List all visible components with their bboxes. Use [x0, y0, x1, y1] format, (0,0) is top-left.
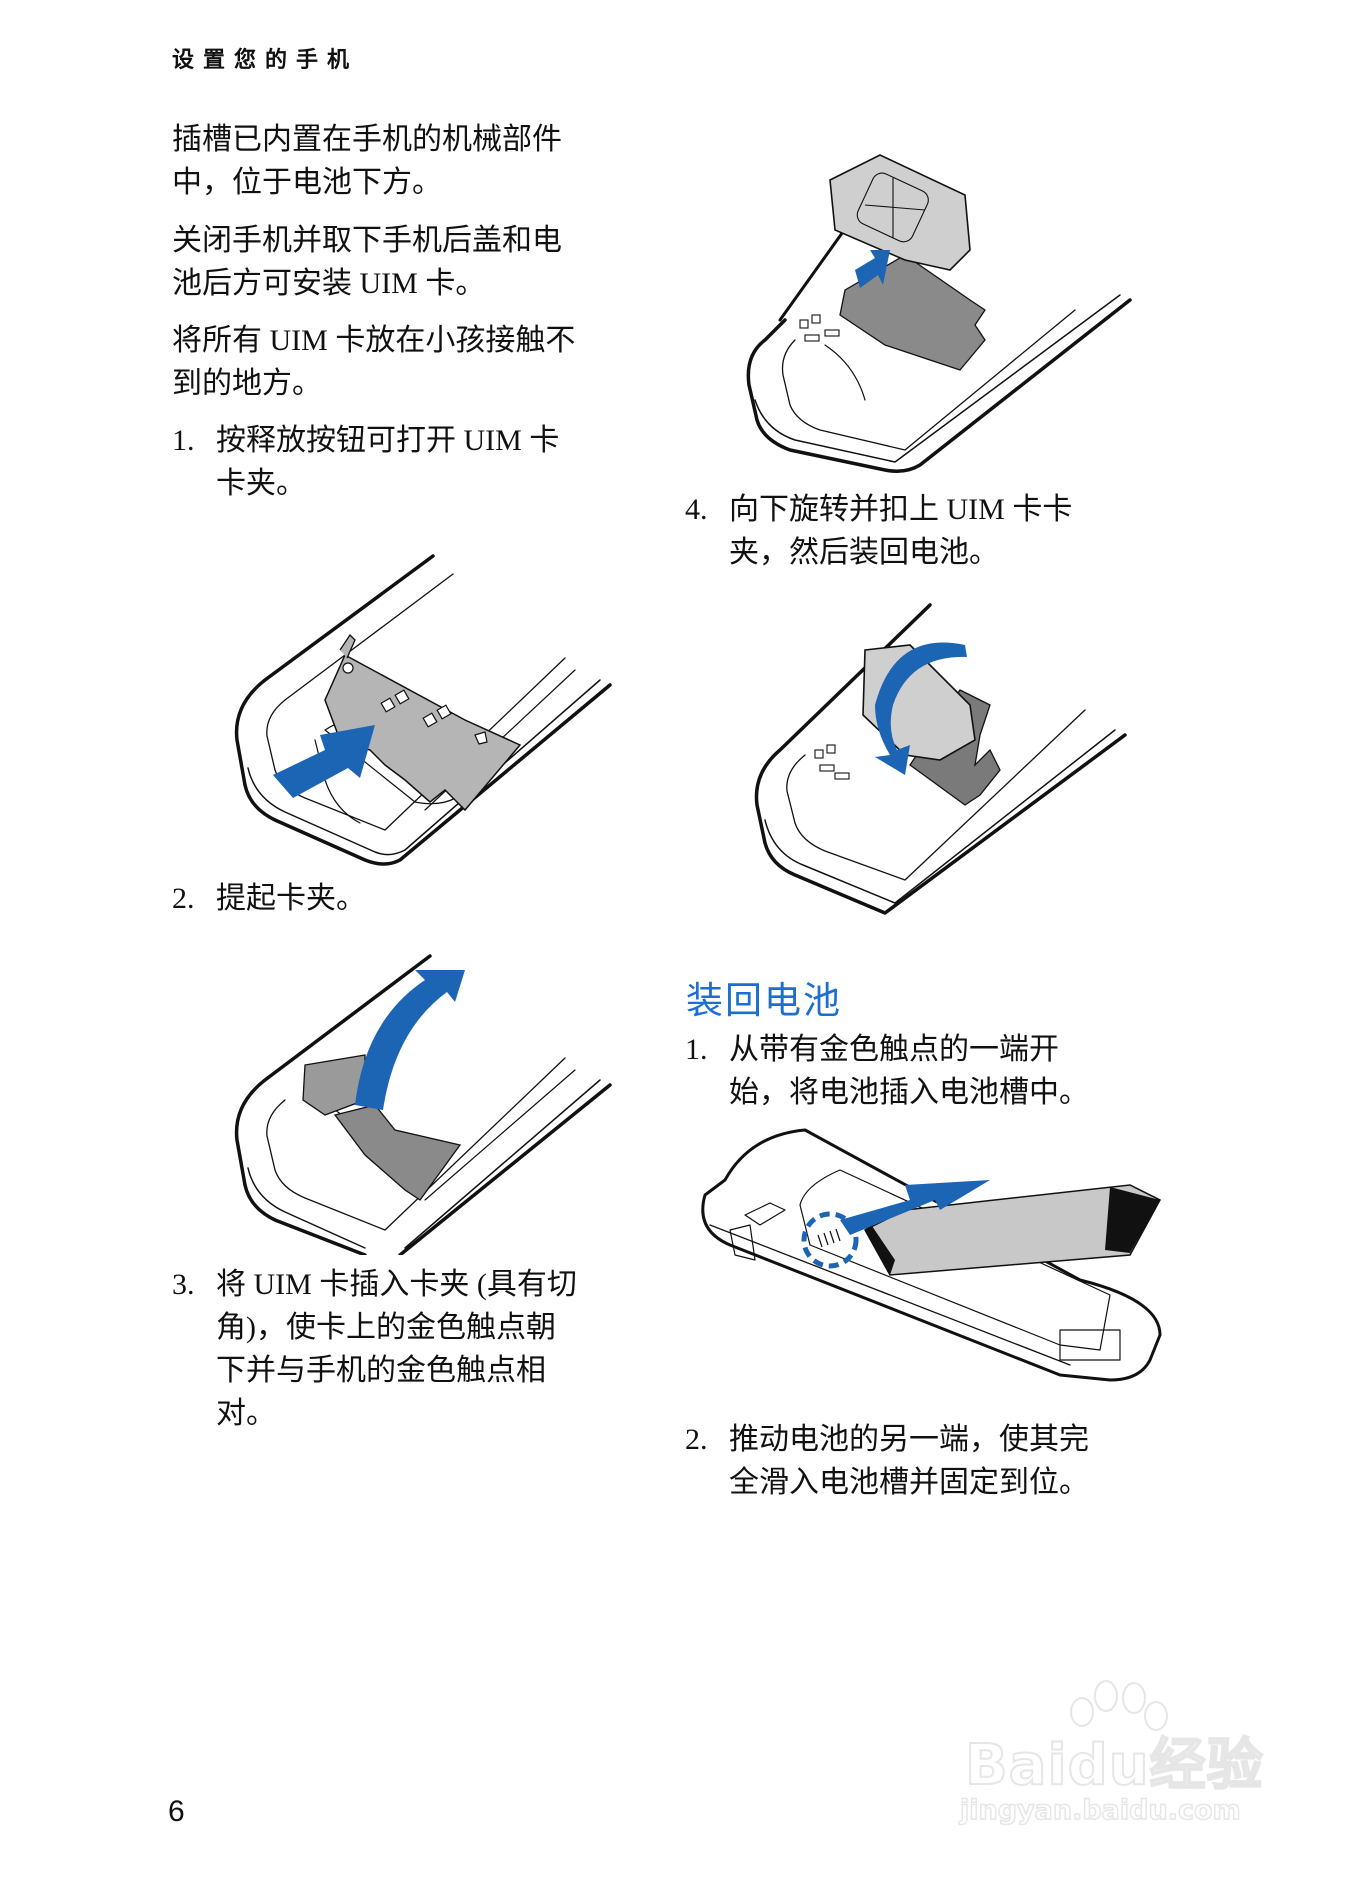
intro-paragraph-1: 插槽已内置在手机的机械部件 中，位于电池下方。 — [172, 118, 662, 204]
press-release-button-illustration — [234, 554, 612, 866]
text-line: 全滑入电池槽并固定到位。 — [729, 1466, 1089, 1499]
step-number: 4. — [685, 493, 708, 526]
battery-step-2: 2. 推动电池的另一端，使其完 全滑入电池槽并固定到位。 — [685, 1418, 1185, 1504]
intro-paragraph-3: 将所有 UIM 卡放在小孩接触不 到的地方。 — [172, 319, 662, 405]
text-line: 插槽已内置在手机的机械部件 — [172, 123, 562, 156]
step-1-open-holder: 1. 按释放按钮可打开 UIM 卡 卡夹。 — [172, 419, 672, 505]
rotate-close-holder-illustration — [754, 603, 1127, 915]
text-line: 始，将电池插入电池槽中。 — [729, 1076, 1089, 1109]
page-number: 6 — [168, 1795, 185, 1828]
baidu-jingyan-watermark: Baidu经验 jingyan.baidu.com — [959, 1680, 1270, 1840]
battery-step-1: 1. 从带有金色触点的一端开 始，将电池插入电池槽中。 — [685, 1028, 1185, 1114]
text-line: 卡夹。 — [216, 467, 306, 500]
watermark-url: jingyan.baidu.com — [959, 1794, 1241, 1827]
step-number: 1. — [685, 1033, 708, 1066]
lift-card-holder-illustration — [234, 954, 612, 1255]
insert-card-illustration — [746, 154, 1132, 473]
text-line: 提起卡夹。 — [216, 882, 366, 915]
text-line: 将所有 UIM 卡放在小孩接触不 — [172, 324, 576, 357]
running-header: 设置您的手机 — [172, 47, 359, 72]
text-line: 从带有金色触点的一端开 — [729, 1033, 1059, 1066]
text-line: 关闭手机并取下手机后盖和电 — [172, 224, 562, 257]
text-line: 按释放按钮可打开 UIM 卡 — [216, 424, 560, 457]
section-heading-replace-battery: 装回电池 — [686, 979, 842, 1022]
step-number: 2. — [172, 882, 195, 915]
text-line: 对。 — [216, 1397, 276, 1430]
text-line: 角)，使卡上的金色触点朝 — [216, 1311, 556, 1344]
step-number: 2. — [685, 1423, 708, 1456]
step-2-lift-holder: 2. 提起卡夹。 — [172, 877, 672, 920]
text-line: 中，位于电池下方。 — [172, 166, 442, 199]
text-line: 池后方可安装 UIM 卡。 — [172, 267, 486, 300]
intro-paragraph-2: 关闭手机并取下手机后盖和电 池后方可安装 UIM 卡。 — [172, 219, 662, 305]
step-3-insert-card: 3. 将 UIM 卡插入卡夹 (具有切 角)，使卡上的金色触点朝 下并与手机的金… — [172, 1263, 672, 1435]
paw-print-icon — [1070, 1680, 1168, 1731]
text-line: 向下旋转并扣上 UIM 卡卡 — [729, 493, 1073, 526]
insert-battery-illustration — [701, 1128, 1162, 1382]
text-line: 到的地方。 — [172, 367, 322, 400]
step-number: 3. — [172, 1268, 195, 1301]
text-line: 将 UIM 卡插入卡夹 (具有切 — [216, 1268, 577, 1301]
step-4-close-holder: 4. 向下旋转并扣上 UIM 卡卡 夹，然后装回电池。 — [685, 488, 1185, 574]
text-line: 推动电池的另一端，使其完 — [729, 1423, 1089, 1456]
text-line: 夹，然后装回电池。 — [729, 536, 999, 569]
text-line: 下并与手机的金色触点相 — [216, 1354, 546, 1387]
watermark-brand: Baidu经验 — [964, 1732, 1264, 1799]
step-number: 1. — [172, 424, 195, 457]
